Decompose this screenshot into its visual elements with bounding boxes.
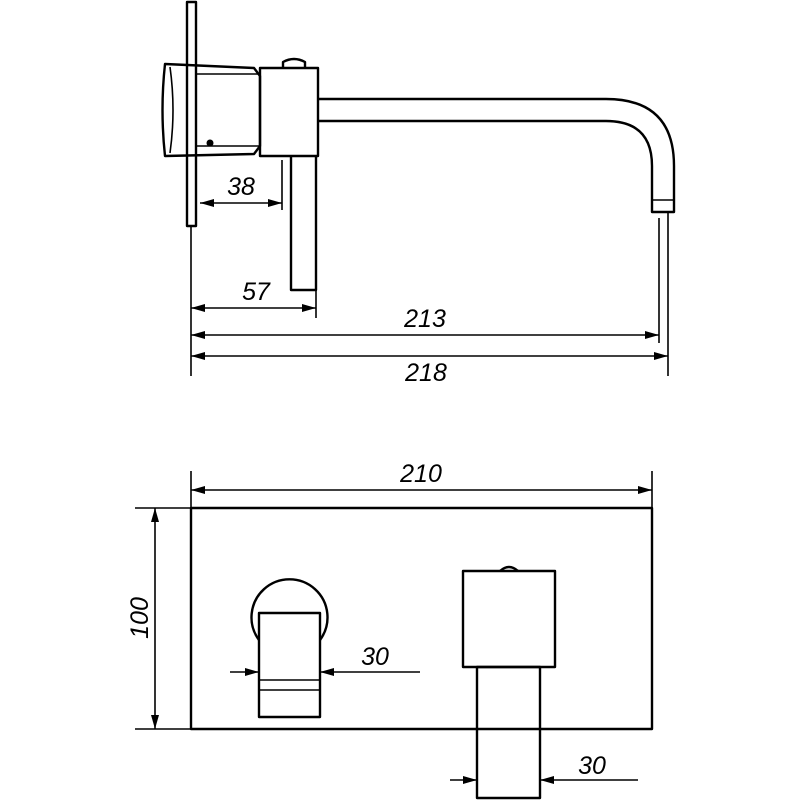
front-knob xyxy=(499,565,519,572)
side-handle-screw xyxy=(206,139,214,147)
side-wall-plate xyxy=(185,0,198,228)
dim-30-handle: 30 xyxy=(230,643,420,676)
dim-100-label: 100 xyxy=(126,597,154,639)
front-handle-base xyxy=(250,578,329,641)
side-spout xyxy=(318,97,676,214)
dim-210: 210 xyxy=(191,460,652,494)
front-wall-plate xyxy=(189,506,654,731)
front-mixer-body xyxy=(461,569,557,669)
dim-210-label: 210 xyxy=(399,460,442,488)
dim-57-label: 57 xyxy=(242,278,271,306)
dim-30-handle-label: 30 xyxy=(361,643,389,671)
dim-213-label: 213 xyxy=(403,305,446,333)
dim-218-label: 218 xyxy=(404,359,447,387)
side-lever-stem xyxy=(289,156,318,292)
dim-213: 213 xyxy=(191,305,659,339)
dim-30-spout-label: 30 xyxy=(578,752,606,780)
side-view: 38 57 213 218 xyxy=(161,0,676,387)
front-handle-lever xyxy=(257,611,322,719)
side-handle-face-line xyxy=(169,66,174,154)
dim-218: 218 xyxy=(191,352,668,387)
side-knob xyxy=(281,57,307,68)
dim-30-spout: 30 xyxy=(450,752,638,784)
front-spout xyxy=(475,665,542,800)
dim-38: 38 xyxy=(200,173,282,207)
side-mixer-body xyxy=(258,66,320,158)
dim-100: 100 xyxy=(126,508,159,729)
front-view: 210 100 30 30 xyxy=(126,460,654,800)
dim-57: 57 xyxy=(191,278,316,312)
dim-38-label: 38 xyxy=(227,173,255,201)
